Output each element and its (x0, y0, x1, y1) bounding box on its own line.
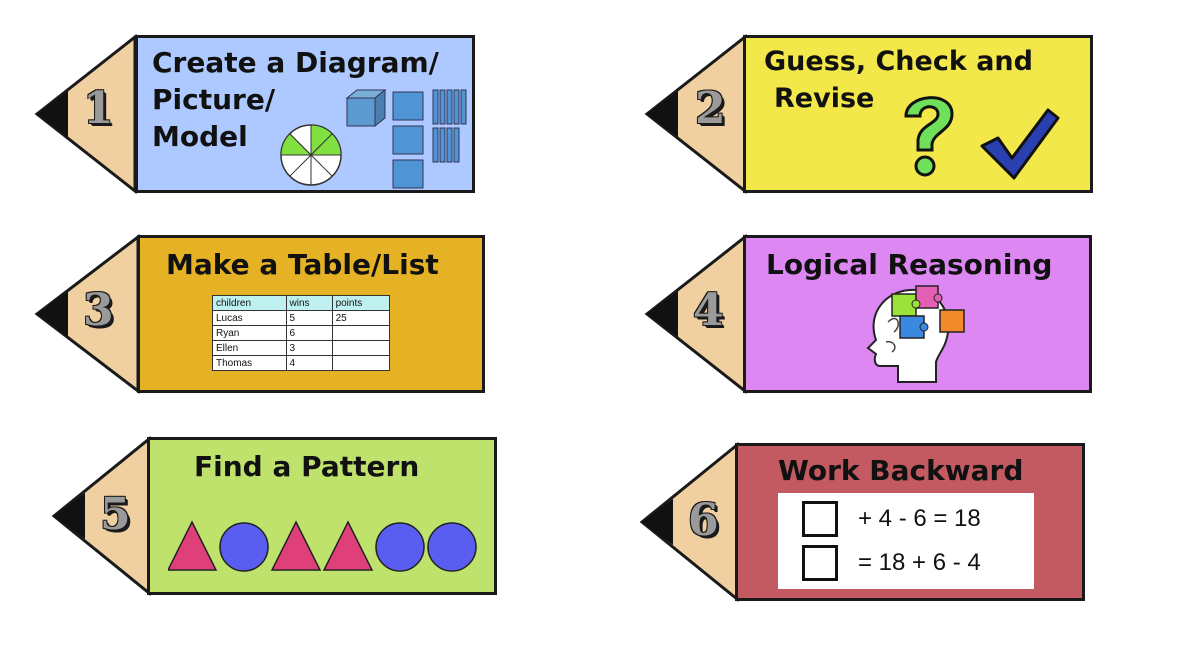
strategy-card-6: 6 Work Backward + 4 - 6 = 18 = 18 + 6 - … (639, 441, 1085, 603)
triangle-shape (270, 520, 322, 571)
table-cell: 6 (285, 325, 333, 341)
card-title-line: Find a Pattern (194, 450, 420, 483)
card-title-line: Picture/ (152, 83, 276, 116)
checkmark-icon (980, 108, 1060, 180)
triangle-shape (322, 520, 374, 571)
card-title-line: Make a Table/List (166, 248, 439, 281)
table-cell: Lucas (212, 310, 287, 326)
column-header: children (212, 295, 287, 311)
equation-line: + 4 - 6 = 18 (858, 505, 981, 532)
card-body: Create a Diagram/ Picture/ Model (135, 35, 475, 193)
card-title-line: Create a Diagram/ (152, 46, 439, 79)
column-header: wins (285, 295, 333, 311)
card-number: 4 (693, 285, 724, 336)
table-cell: 3 (285, 340, 333, 356)
table-cell: 25 (331, 310, 391, 326)
card-title-line: Logical Reasoning (766, 248, 1053, 281)
table-cell: Ellen (212, 340, 287, 356)
card-number: 1 (83, 83, 114, 134)
strategy-card-5: 5 Find a Pattern (51, 435, 497, 597)
table-cell: Ryan (212, 325, 287, 341)
equation-box: + 4 - 6 = 18 = 18 + 6 - 4 (778, 493, 1034, 589)
circle-shape (375, 522, 425, 572)
triangle-shape (168, 520, 218, 571)
card-body: Logical Reasoning (743, 235, 1092, 393)
shape-pattern (168, 520, 477, 572)
circle-shape (219, 522, 269, 572)
table-cell: Thomas (212, 355, 287, 371)
table-cell (331, 355, 391, 371)
card-number: 3 (83, 285, 114, 336)
card-title-line: Model (152, 120, 248, 153)
table-row: Ryan 6 (212, 325, 391, 341)
table-row: Ellen 3 (212, 340, 391, 356)
card-title-line: Work Backward (778, 454, 1024, 487)
strategy-card-3: 3 Make a Table/List children wins points… (34, 233, 485, 395)
table-header-row: children wins points (212, 295, 391, 311)
data-table: children wins points Lucas 5 25 Ryan 6 E… (212, 295, 391, 371)
strategy-card-1: 1 Create a Diagram/ Picture/ Model (34, 33, 475, 195)
table-cell (331, 325, 391, 341)
table-cell (331, 340, 391, 356)
table-row: Thomas 4 (212, 355, 391, 371)
card-body: Find a Pattern (147, 437, 497, 595)
card-body: Guess, Check and Revise (743, 35, 1093, 193)
card-title-line: Guess, Check and (764, 46, 1033, 77)
table-cell: 5 (285, 310, 333, 326)
table-cell: 4 (285, 355, 333, 371)
head-puzzle-icon (866, 285, 965, 383)
fraction-circle-icon (280, 124, 342, 186)
card-number: 6 (688, 495, 719, 546)
card-title-line: Revise (774, 83, 875, 114)
table-row: Lucas 5 25 (212, 310, 391, 326)
card-number: 5 (100, 489, 131, 540)
blank-square (802, 501, 838, 537)
card-number: 2 (695, 83, 726, 134)
column-header: points (331, 295, 391, 311)
strategy-card-2: 2 Guess, Check and Revise (644, 33, 1093, 195)
equation-line: = 18 + 6 - 4 (858, 549, 981, 576)
circle-shape (427, 522, 477, 572)
strategy-card-4: 4 Logical Reasoning (644, 233, 1092, 395)
blank-square (802, 545, 838, 581)
card-body: Work Backward + 4 - 6 = 18 = 18 + 6 - 4 (735, 443, 1085, 601)
card-body: Make a Table/List children wins points L… (137, 235, 485, 393)
base-ten-blocks-icon (345, 88, 467, 189)
question-mark-icon (904, 96, 954, 177)
